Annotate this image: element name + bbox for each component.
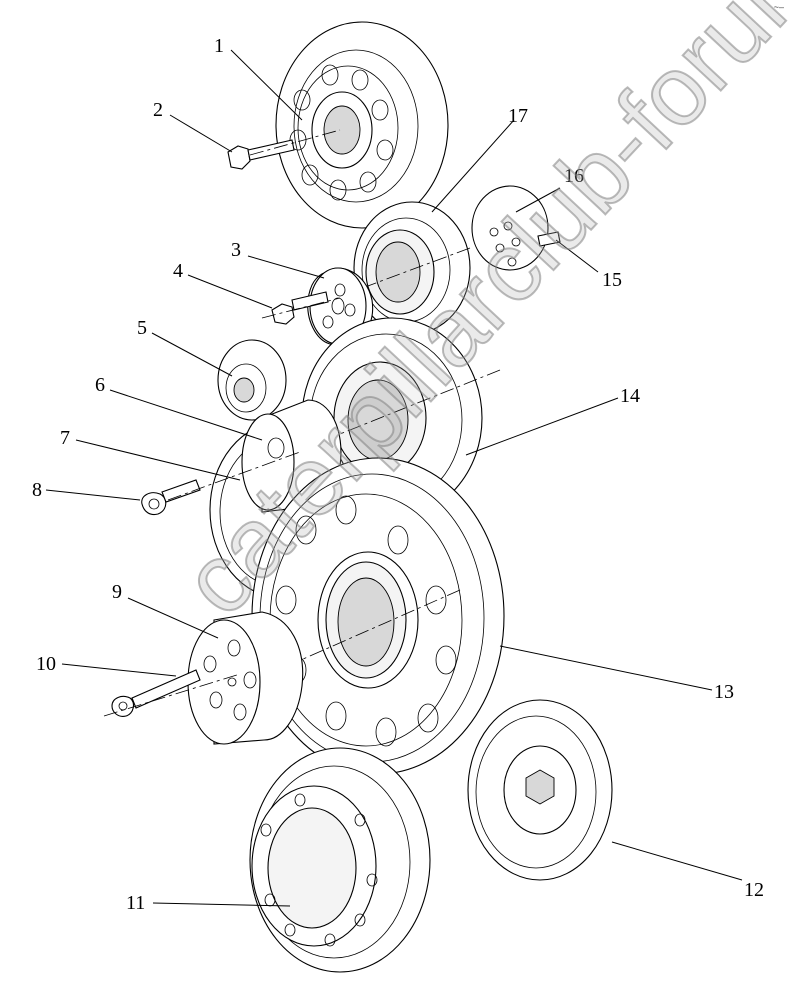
callout-14: 14 xyxy=(620,385,640,407)
callout-8: 8 xyxy=(32,479,42,501)
corner-mark: ~– xyxy=(773,2,784,12)
callout-13: 13 xyxy=(714,681,734,703)
part-13-large-gear xyxy=(209,457,505,775)
callout-10: 10 xyxy=(36,653,56,675)
part-4-bolt xyxy=(261,291,341,325)
callout-5: 5 xyxy=(137,317,147,339)
callout-4: 4 xyxy=(173,260,183,282)
part-1-gear xyxy=(275,21,449,229)
part-2-bolt xyxy=(227,129,341,170)
part-16-plate xyxy=(471,185,549,271)
part-8-bolt xyxy=(141,451,301,516)
part-13-lightening-holes xyxy=(275,495,457,747)
part-17-gear xyxy=(329,201,471,335)
callout-1: 1 xyxy=(214,35,224,57)
callout-6: 6 xyxy=(95,374,105,396)
callout-15: 15 xyxy=(602,269,622,291)
callout-17: 17 xyxy=(508,105,528,127)
callout-3: 3 xyxy=(231,239,241,261)
part-15-pin xyxy=(537,231,561,247)
part-9-hub xyxy=(187,611,304,745)
callout-9: 9 xyxy=(112,581,122,603)
part-12-gear xyxy=(467,699,613,881)
part-10-bolt xyxy=(103,669,241,717)
callout-16: 16 xyxy=(564,165,584,187)
part-11-gear xyxy=(249,747,431,973)
callout-7: 7 xyxy=(60,427,70,449)
leader-lines xyxy=(45,49,743,907)
callout-11: 11 xyxy=(126,892,146,914)
callout-2: 2 xyxy=(153,99,163,121)
part-5-pinion xyxy=(217,339,287,421)
callout-12: 12 xyxy=(744,879,764,901)
